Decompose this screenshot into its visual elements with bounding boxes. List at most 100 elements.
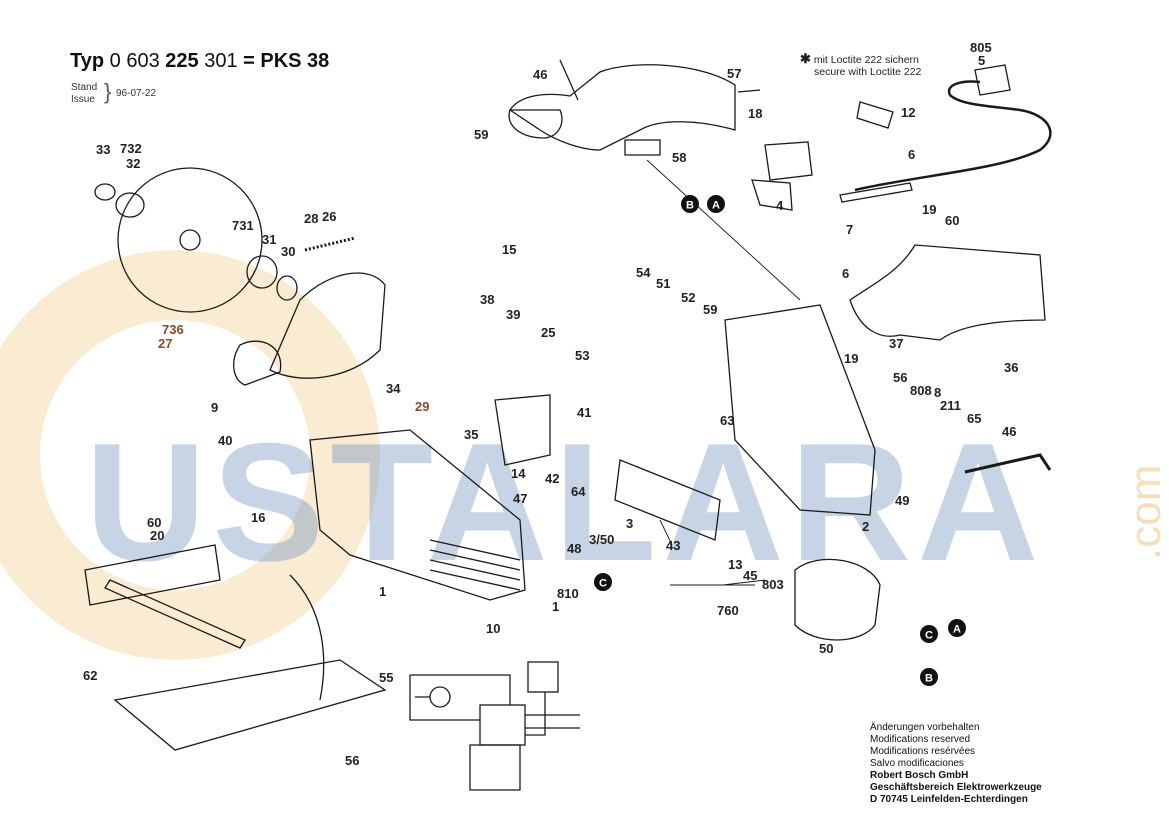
part-label: 49	[895, 493, 910, 508]
note-es: Salvo modificaciones	[870, 758, 964, 769]
company-address: D 70745 Leinfelden-Echterdingen	[870, 794, 1028, 805]
part-label: 10	[486, 621, 501, 636]
part-label: 54	[636, 265, 651, 280]
part-label: 58	[672, 150, 687, 165]
rear-housing	[724, 304, 876, 516]
part-label: 33	[96, 142, 111, 157]
marker-c-mid: C	[594, 573, 612, 591]
part-label: 53	[575, 348, 590, 363]
marker-a-right: A	[948, 619, 966, 637]
part-label: 48	[567, 541, 582, 556]
watermark-text: USTALARA	[85, 408, 1044, 596]
cable-line	[559, 59, 761, 101]
part-label: 14	[511, 466, 526, 481]
part-label: 12	[901, 105, 916, 120]
watermark-ring	[0, 250, 380, 660]
part-number-tail: 301	[204, 50, 238, 72]
part-label: 19	[844, 351, 859, 366]
gear-housing	[494, 394, 551, 466]
note-fr: Modifications resérvées	[870, 746, 976, 757]
blade-guard	[269, 272, 386, 379]
page-title: Typ 0 603 225 301 = PKS 38	[70, 50, 329, 73]
part-label: 760	[717, 603, 739, 618]
hex-key	[964, 453, 1052, 474]
stand-block: Stand Issue	[71, 82, 97, 106]
handle-tab	[624, 139, 661, 156]
svg-text:C: C	[599, 578, 607, 590]
loctite-de: mit Loctite 222 sichern	[813, 54, 919, 66]
footer-notes: Änderungen vorbehalten Modifications res…	[870, 722, 1042, 806]
part-label: 31	[262, 232, 277, 247]
part-label: 20	[150, 528, 165, 543]
part-label: 30	[281, 244, 296, 259]
part-label: 805	[970, 40, 992, 55]
handle-grip-left	[508, 109, 563, 139]
company-division: Geschäftsbereich Elektrowerkzeuge	[870, 782, 1042, 793]
asterisk-icon: ✱	[800, 51, 811, 66]
housing-fins	[429, 539, 521, 591]
part-label: 6	[908, 147, 916, 162]
part-label: 63	[720, 413, 735, 428]
armature	[614, 459, 721, 541]
part-label: 211	[940, 398, 961, 413]
circuit-wires	[409, 674, 580, 736]
part-label: 39	[506, 307, 521, 322]
handle-lower	[849, 244, 1046, 341]
part-label: 60	[945, 213, 960, 228]
part-label: 37	[889, 336, 904, 351]
washer-33	[94, 183, 116, 201]
part-label: 50	[819, 641, 834, 656]
marker-b-right: B	[920, 668, 938, 686]
marker-c-right: C	[920, 625, 938, 643]
part-label: 47	[513, 491, 528, 506]
issue-label: Issue	[71, 94, 95, 105]
blade-hole	[179, 229, 201, 251]
model-name: = PKS 38	[243, 50, 330, 72]
part-label: 59	[703, 302, 718, 317]
part-label: 732	[120, 141, 142, 156]
part-label: 46	[533, 67, 548, 82]
part-label: 43	[666, 538, 681, 553]
leader-lines	[646, 159, 801, 586]
stator	[794, 558, 881, 641]
part-label: 35	[464, 427, 479, 442]
stand-label: Stand	[71, 82, 98, 93]
ring-30	[276, 275, 298, 301]
flange-731	[246, 255, 278, 289]
part-number-plain: 0 603	[109, 50, 160, 72]
part-label: 57	[727, 66, 742, 81]
svg-text:B: B	[686, 200, 694, 212]
watermark-suffix: .com	[1121, 465, 1169, 560]
part-label: 1	[379, 584, 387, 599]
part-label: 27	[158, 336, 173, 351]
part-label: 41	[577, 405, 592, 420]
saw-blade	[117, 167, 263, 313]
part-label: 40	[218, 433, 233, 448]
part-label: 5	[978, 53, 986, 68]
part-label: 808	[910, 383, 932, 398]
part-label: 3/50	[589, 532, 615, 547]
part-label: 32	[126, 156, 141, 171]
part-label: 16	[251, 510, 266, 525]
cord-plug	[974, 64, 1011, 96]
motor-housing	[309, 429, 526, 601]
part-label: 45	[743, 568, 758, 583]
switch-trigger	[751, 179, 793, 211]
note-de: Änderungen vorbehalten	[870, 722, 980, 733]
part-label: 3	[626, 516, 634, 531]
typ-label: Typ	[70, 50, 105, 72]
part-label: 59	[474, 127, 489, 142]
part-label: 19	[922, 202, 937, 217]
part-label: 51	[656, 276, 671, 291]
part-label: 56	[893, 370, 908, 385]
note-en: Modifications reserved	[870, 734, 971, 745]
loctite-note: ✱ mit Loctite 222 sichern secure with Lo…	[800, 51, 922, 78]
power-cord	[854, 80, 1052, 192]
part-label: 2	[862, 519, 870, 534]
loctite-en: secure with Loctite 222	[814, 66, 922, 78]
switch-body	[764, 141, 813, 181]
part-label: 18	[748, 106, 763, 121]
